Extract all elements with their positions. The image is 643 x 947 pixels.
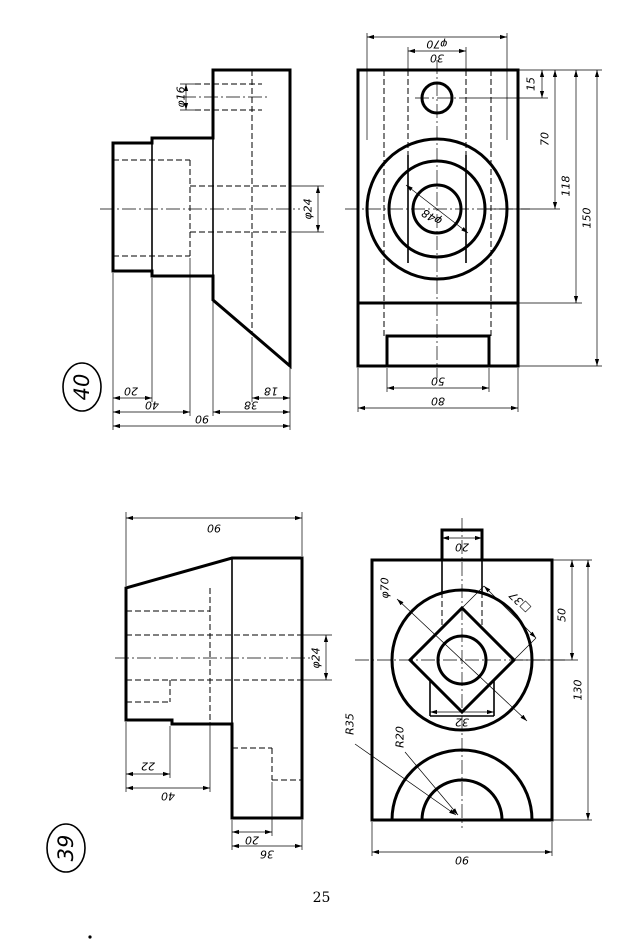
dim-39-side-90: 90 bbox=[207, 522, 221, 535]
dim-40-side-18: 18 bbox=[264, 385, 278, 398]
dim-39-front-20: 20 bbox=[455, 541, 469, 554]
dim-40-side-phi16: φ16 bbox=[175, 86, 188, 107]
dim-40-front-118: 118 bbox=[560, 176, 573, 197]
dim-39-side-20: 20 bbox=[245, 834, 259, 847]
figure-39-front-view: 20 □37 φ70 50 130 32 R35 R20 bbox=[344, 518, 592, 867]
dim-40-front-30: 30 bbox=[430, 52, 444, 65]
dim-39-front-r20: R20 bbox=[394, 726, 407, 748]
dim-40-front-70: 70 bbox=[539, 132, 552, 146]
dim-40-side-38: 38 bbox=[244, 399, 258, 412]
stray-mark bbox=[88, 935, 92, 939]
dim-40-side-90: 90 bbox=[195, 413, 209, 426]
figure-40-side-hidden-lines bbox=[113, 70, 290, 335]
figure-39-number: 39 bbox=[54, 835, 78, 862]
dim-40-front-50: 50 bbox=[431, 375, 445, 388]
figure-40-side-view: φ16 φ24 20 18 40 38 90 bbox=[100, 68, 324, 430]
dim-40-front-80: 80 bbox=[431, 395, 445, 408]
dim-39-front-130: 130 bbox=[572, 680, 585, 701]
dim-40-front-150: 150 bbox=[581, 208, 594, 229]
dim-39-side-36: 36 bbox=[260, 848, 274, 861]
dim-39-front-32: 32 bbox=[455, 716, 469, 729]
dim-40-front-15: 15 bbox=[525, 77, 538, 91]
figure-39-side-view: 90 φ24 22 40 20 36 bbox=[115, 512, 332, 861]
dim-39-front-r35: R35 bbox=[344, 713, 357, 735]
figure-40-number: 40 bbox=[70, 374, 94, 401]
figure-40-number-badge: 40 bbox=[62, 362, 102, 412]
figure-40-front-hidden-lines bbox=[383, 70, 492, 336]
dim-39-side-40: 40 bbox=[161, 790, 175, 803]
dim-39-side-phi24: φ24 bbox=[310, 647, 323, 668]
page-number: 25 bbox=[312, 890, 331, 906]
figure-39: 39 90 bbox=[46, 512, 592, 873]
dim-39-side-22: 22 bbox=[141, 760, 155, 773]
dim-39-front-90: 90 bbox=[455, 854, 469, 867]
figure-39-side-hidden-lines bbox=[126, 588, 302, 781]
dim-39-front-phi70: φ70 bbox=[379, 577, 392, 598]
dim-40-side-20: 20 bbox=[124, 385, 138, 398]
dim-40-side-40: 40 bbox=[145, 399, 159, 412]
figure-40-front-view: φ70 30 15 70 118 150 φ48 bbox=[345, 33, 602, 412]
figure-39-number-badge: 39 bbox=[46, 823, 86, 873]
dim-40-side-phi24: φ24 bbox=[302, 198, 315, 219]
dim-39-front-50: 50 bbox=[556, 608, 569, 622]
figure-40: 40 φ16 bbox=[62, 33, 602, 430]
dim-40-front-phi70: φ70 bbox=[426, 38, 447, 51]
